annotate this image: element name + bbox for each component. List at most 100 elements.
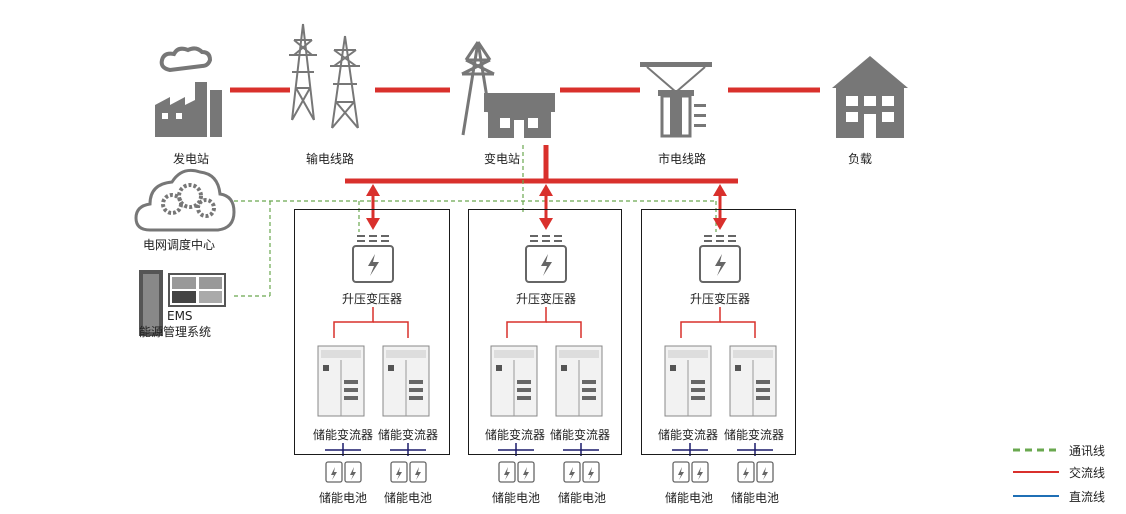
pcs-display bbox=[388, 365, 394, 371]
transformer-icon bbox=[699, 245, 741, 283]
storage-unit-box-1 bbox=[294, 209, 450, 455]
pcs-vent bbox=[756, 388, 770, 392]
transformer-label: 升压变压器 bbox=[515, 292, 577, 306]
battery-label: 储能电池 bbox=[730, 491, 780, 505]
pcs-vent bbox=[409, 396, 423, 400]
pcs-top-panel bbox=[733, 350, 773, 358]
pcs-label: 储能变流器 bbox=[377, 428, 439, 442]
pcs-vent bbox=[517, 388, 531, 392]
battery-bolt bbox=[762, 467, 768, 480]
load-building-icon bbox=[832, 56, 908, 138]
battery-icon bbox=[756, 461, 774, 483]
battery-icon bbox=[672, 461, 690, 483]
pcs-label: 储能变流器 bbox=[484, 428, 546, 442]
battery-bolt bbox=[350, 467, 356, 480]
substation-label: 变电站 bbox=[483, 152, 521, 166]
storage-unit-box-2 bbox=[468, 209, 622, 455]
battery-bolt bbox=[697, 467, 703, 480]
ac-wire-right bbox=[546, 321, 582, 338]
pcs-top-panel bbox=[321, 350, 361, 358]
battery-label: 储能电池 bbox=[664, 491, 714, 505]
ems-label: EMS bbox=[167, 309, 193, 323]
pcs-vent bbox=[344, 388, 358, 392]
city-line-label: 市电线路 bbox=[657, 152, 707, 166]
pcs-vent bbox=[582, 380, 596, 384]
battery-icon bbox=[563, 461, 581, 483]
battery-bolt bbox=[415, 467, 421, 480]
battery-icon bbox=[737, 461, 755, 483]
ac-wire-right bbox=[720, 321, 756, 338]
pcs-vent bbox=[582, 396, 596, 400]
pcs-label: 储能变流器 bbox=[549, 428, 611, 442]
pcs-label: 储能变流器 bbox=[657, 428, 719, 442]
battery-icon bbox=[517, 461, 535, 483]
battery-icon bbox=[344, 461, 362, 483]
battery-bolt bbox=[396, 467, 402, 480]
transformer-label: 升压变压器 bbox=[689, 292, 751, 306]
battery-icon bbox=[582, 461, 600, 483]
storage-unit-box-3 bbox=[641, 209, 796, 455]
pcs-display bbox=[735, 365, 741, 371]
battery-icon bbox=[498, 461, 516, 483]
transformer-icon bbox=[525, 245, 567, 283]
city-pole-icon bbox=[640, 62, 712, 138]
transmission-tower-icon bbox=[289, 23, 360, 129]
power-plant-icon bbox=[155, 46, 222, 137]
legend-ac-label: 交流线 bbox=[1069, 466, 1106, 480]
battery-bolt bbox=[569, 467, 575, 480]
pcs-vent bbox=[691, 380, 705, 384]
lightning-icon bbox=[715, 254, 726, 276]
dispatch-cloud-icon bbox=[134, 168, 236, 232]
battery-bolt bbox=[743, 467, 749, 480]
pcs-vent bbox=[344, 380, 358, 384]
battery-label: 储能电池 bbox=[318, 491, 368, 505]
ac-wire-left bbox=[680, 307, 721, 338]
battery-bolt bbox=[523, 467, 529, 480]
battery-bolt bbox=[678, 467, 684, 480]
battery-bolt bbox=[331, 467, 337, 480]
transformer-label: 升压变压器 bbox=[341, 292, 403, 306]
legend-lines bbox=[1013, 448, 1059, 497]
lightning-icon bbox=[368, 254, 379, 276]
substation-icon bbox=[461, 41, 555, 138]
comm-lines bbox=[234, 145, 717, 297]
pcs-display bbox=[496, 365, 502, 371]
dispatch-center-label: 电网调度中心 bbox=[142, 238, 216, 252]
battery-icon bbox=[390, 461, 408, 483]
legend-comm-label: 通讯线 bbox=[1069, 444, 1106, 458]
battery-icon bbox=[691, 461, 709, 483]
power-plant-label: 发电站 bbox=[172, 152, 210, 166]
pcs-vent bbox=[517, 380, 531, 384]
pcs-vent bbox=[409, 380, 423, 384]
pcs-vent bbox=[756, 396, 770, 400]
ac-chain-top bbox=[230, 87, 820, 184]
pcs-display bbox=[670, 365, 676, 371]
lightning-icon bbox=[541, 254, 552, 276]
ems-icon bbox=[139, 270, 226, 336]
pcs-vent bbox=[409, 388, 423, 392]
pcs-top-panel bbox=[668, 350, 708, 358]
ac-wire-right bbox=[373, 321, 409, 338]
legend-dc-label: 直流线 bbox=[1069, 490, 1106, 504]
pcs-top-panel bbox=[559, 350, 599, 358]
pcs-label: 储能变流器 bbox=[723, 428, 785, 442]
pcs-display bbox=[323, 365, 329, 371]
transformer-icon bbox=[352, 245, 394, 283]
pcs-label: 储能变流器 bbox=[312, 428, 374, 442]
battery-icon bbox=[409, 461, 427, 483]
pcs-vent bbox=[344, 396, 358, 400]
ac-wire-left bbox=[333, 307, 374, 338]
pcs-vent bbox=[517, 396, 531, 400]
battery-bolt bbox=[504, 467, 510, 480]
ac-wire-left bbox=[506, 307, 547, 338]
ems-subtitle: 能源管理系统 bbox=[139, 325, 212, 339]
battery-label: 储能电池 bbox=[491, 491, 541, 505]
pcs-top-panel bbox=[494, 350, 534, 358]
battery-bolt bbox=[588, 467, 594, 480]
pcs-top-panel bbox=[386, 350, 426, 358]
pcs-vent bbox=[691, 396, 705, 400]
battery-label: 储能电池 bbox=[383, 491, 433, 505]
transmission-line-label: 输电线路 bbox=[305, 152, 355, 166]
